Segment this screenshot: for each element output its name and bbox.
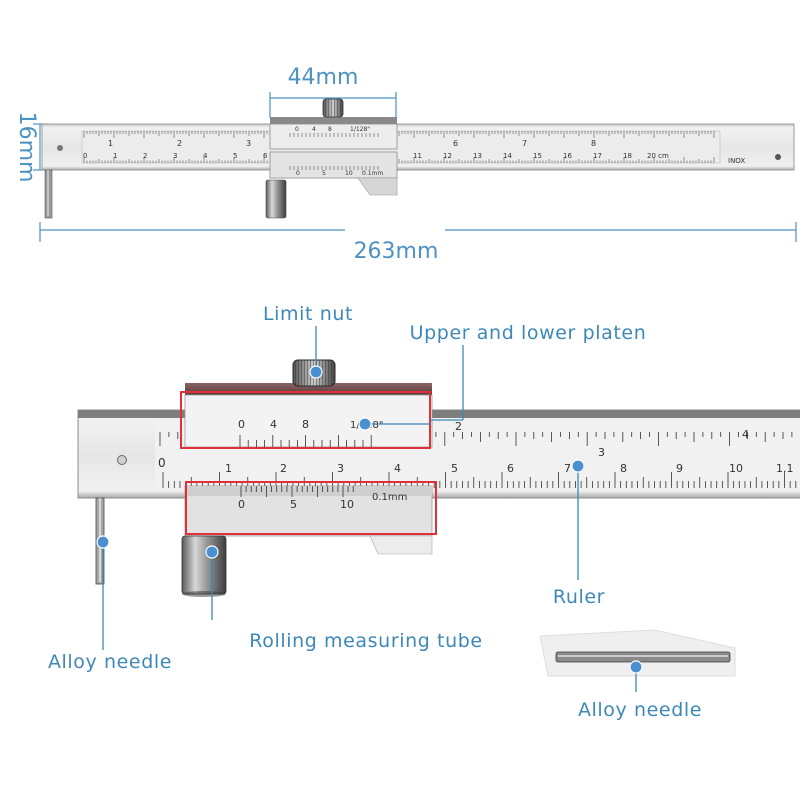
top-ruler-rivet-right: [775, 154, 781, 160]
svg-text:5: 5: [322, 170, 326, 177]
svg-text:13: 13: [473, 152, 482, 160]
svg-text:4: 4: [270, 418, 277, 431]
svg-text:3: 3: [246, 139, 251, 148]
detail-upper-plate: [184, 394, 433, 448]
svg-text:1/128": 1/128": [350, 126, 370, 133]
length-dimension-label: 263mm: [354, 239, 439, 264]
alloy-needle-label-left: Alloy needle: [48, 651, 172, 673]
svg-text:1: 1: [225, 462, 232, 475]
top-slider-upper-plate: [269, 123, 398, 150]
detail-rolling-tube: [181, 535, 227, 595]
svg-text:15: 15: [533, 152, 542, 160]
inset-needle-body: [555, 651, 731, 663]
detail-zero-label: 0: [158, 456, 166, 470]
svg-text:0.1mm: 0.1mm: [372, 492, 407, 503]
tube-marker: [205, 545, 219, 559]
svg-text:2: 2: [177, 139, 182, 148]
svg-text:6: 6: [263, 152, 268, 160]
top-slider-vernier-ticks: [289, 133, 379, 170]
svg-text:6: 6: [507, 462, 514, 475]
svg-text:10: 10: [345, 170, 353, 177]
svg-text:8: 8: [591, 139, 596, 148]
top-slider-engraving: 0 4 8 1/128" 0 5 10 0.1mm: [295, 126, 383, 177]
detail-upper-vernier-ticks: [239, 435, 372, 447]
svg-text:4: 4: [203, 152, 208, 160]
svg-text:11: 11: [413, 152, 422, 160]
svg-text:3: 3: [598, 446, 605, 459]
svg-text:2: 2: [455, 420, 462, 433]
svg-text:8: 8: [302, 418, 309, 431]
svg-text:9: 9: [676, 462, 683, 475]
detail-inch-numbers: 2 3 4: [455, 420, 749, 459]
detail-view: 0 1 2 3 4 5 6 7 8 9 10 1.1 2 3 4: [48, 303, 800, 721]
top-rolling-tube: [265, 179, 287, 219]
svg-text:10: 10: [729, 462, 743, 475]
needle-marker-left: [96, 535, 110, 549]
top-slider-foot: [357, 177, 398, 196]
height-dimension-label: 16mm: [14, 112, 39, 183]
svg-text:20 cm: 20 cm: [647, 152, 669, 160]
svg-text:0: 0: [238, 418, 245, 431]
top-overview: 44mm 16mm 1 2 3 4 5 6 7 8 0 1 2 3 4 5 6 …: [14, 65, 797, 264]
top-slider-top-edge: [270, 117, 397, 125]
limit-nut-label: Limit nut: [263, 303, 353, 325]
svg-text:1.1: 1.1: [776, 462, 794, 475]
svg-text:12: 12: [443, 152, 452, 160]
svg-text:17: 17: [593, 152, 602, 160]
svg-text:10: 10: [340, 498, 354, 511]
svg-text:4: 4: [394, 462, 401, 475]
svg-text:2: 2: [280, 462, 287, 475]
svg-text:1: 1: [108, 139, 113, 148]
svg-text:4: 4: [312, 126, 316, 133]
svg-text:6: 6: [453, 139, 458, 148]
svg-text:8: 8: [328, 126, 332, 133]
top-ruler-scale-area: [81, 130, 721, 164]
rolling-tube-label: Rolling measuring tube: [249, 630, 482, 652]
svg-text:8: 8: [620, 462, 627, 475]
detail-ruler-top-edge: [78, 410, 800, 418]
limit-nut-marker: [309, 365, 323, 379]
svg-text:18: 18: [623, 152, 632, 160]
platen-label: Upper and lower platen: [410, 322, 647, 344]
ruler-label: Ruler: [553, 586, 605, 608]
svg-text:4: 4: [742, 428, 749, 441]
detail-rivet: [117, 455, 127, 465]
svg-text:3: 3: [337, 462, 344, 475]
callout-markers: [96, 365, 643, 674]
detail-slider-foot: [369, 535, 433, 555]
alloy-needle-label-right: Alloy needle: [578, 699, 702, 721]
needle-marker-right: [629, 660, 643, 674]
svg-text:0: 0: [295, 126, 299, 133]
top-ruler-rivet-left: [57, 145, 63, 151]
svg-text:0: 0: [296, 170, 300, 177]
top-slider-lower-plate: [269, 151, 398, 179]
svg-text:0: 0: [83, 152, 87, 160]
ruler-marker: [571, 459, 585, 473]
svg-text:0.1mm: 0.1mm: [362, 170, 383, 177]
svg-text:5: 5: [451, 462, 458, 475]
svg-text:5: 5: [233, 152, 237, 160]
svg-text:0: 0: [238, 498, 245, 511]
inox-mark: INOX: [728, 157, 745, 165]
svg-text:16: 16: [563, 152, 572, 160]
svg-text:2: 2: [143, 152, 147, 160]
alloy-needle-inset: [539, 629, 736, 677]
detail-lower-plate-engraving: 0 5 10 0.1mm: [238, 492, 407, 511]
svg-text:1: 1: [113, 152, 117, 160]
platen-marker: [358, 417, 372, 431]
callout-connectors: [102, 326, 637, 692]
svg-text:7: 7: [564, 462, 571, 475]
lower-platen-highlight: [185, 481, 437, 535]
svg-text:7: 7: [522, 139, 527, 148]
svg-text:3: 3: [173, 152, 177, 160]
detail-cm-numbers: 1 2 3 4 5 6 7 8 9 10 1.1: [225, 462, 794, 475]
width-dimension-label: 44mm: [288, 65, 359, 90]
svg-text:5: 5: [290, 498, 297, 511]
detail-lower-vernier-ticks: [240, 486, 354, 497]
svg-text:14: 14: [503, 152, 512, 160]
